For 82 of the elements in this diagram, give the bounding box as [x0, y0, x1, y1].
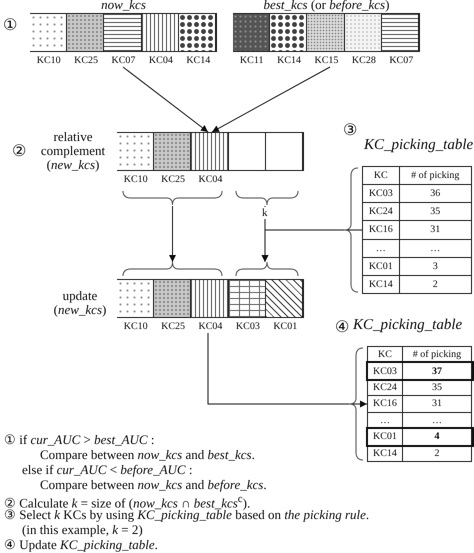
- pattern-cell: [66, 14, 104, 51]
- arrow: [169, 206, 176, 262]
- step-number: ①: [3, 18, 17, 33]
- pattern-cell: [270, 14, 308, 51]
- pattern-cell: [116, 280, 154, 317]
- pattern-cell: [30, 14, 67, 51]
- cell-label: KC07: [388, 55, 414, 66]
- step-description: Compare between now_kcs and best_kcs.: [40, 447, 255, 462]
- cell-label: KC07: [110, 55, 136, 66]
- cell-label: KC10: [122, 174, 149, 185]
- table-cell: 36: [399, 184, 472, 203]
- array-title: best_kcs (or before_kcs): [262, 0, 390, 12]
- table-cell: KC16: [362, 220, 400, 240]
- cell-label: KC01: [272, 321, 298, 332]
- table-header-cell: # of picking: [399, 166, 472, 185]
- cell-label: KC04: [198, 174, 224, 185]
- table-cell: 31: [402, 396, 472, 412]
- table-cell: KC01: [362, 257, 400, 276]
- table-cell: KC03: [362, 184, 400, 203]
- cell-label: KC15: [314, 55, 340, 66]
- step-number: ④: [335, 320, 349, 335]
- table-title: KC_picking_table: [353, 318, 462, 332]
- step-description: ④ Update KC_picking_table.: [4, 537, 158, 552]
- cell-label: KC03: [234, 321, 261, 332]
- table-header-cell: # of picking: [402, 346, 472, 363]
- pattern-cell: [232, 14, 270, 51]
- step-description: Compare between now_kcs and before_kcs.: [40, 477, 267, 492]
- step-number: ②: [12, 144, 26, 159]
- arrow: [208, 332, 368, 408]
- step-description: (in this example, k = 2): [22, 522, 143, 537]
- cell-label: KC25: [160, 321, 186, 332]
- table-title: KC_picking_table: [364, 138, 474, 152]
- cell-label: KC14: [276, 55, 302, 66]
- cell-label: KC11: [238, 55, 264, 66]
- cell-label: KC10: [36, 55, 62, 66]
- array-title: relative complement (new_kcs): [40, 130, 106, 172]
- cell-label: KC04: [148, 55, 174, 66]
- table-cell: KC16: [368, 396, 402, 412]
- table-cell: KC24: [362, 202, 400, 221]
- table-cell: 35: [399, 202, 472, 221]
- edge-label: k: [261, 207, 268, 219]
- table-cell: …: [399, 239, 472, 258]
- table-cell: 35: [402, 379, 472, 396]
- cell-label: KC10: [122, 321, 149, 332]
- pattern-cell: [307, 14, 345, 51]
- table-cell: 3: [399, 257, 472, 276]
- cell-label: KC04: [198, 321, 224, 332]
- table-cell: KC24: [368, 379, 402, 396]
- step-description: ② Calculate k = size of (now_kcs ∩ best_kcs$^{c}$).: [4, 492, 250, 510]
- table-cell: 31: [399, 220, 472, 240]
- pattern-cell: [179, 14, 216, 51]
- pattern-cell: [116, 133, 154, 170]
- table-header-cell: KC: [368, 346, 402, 363]
- pattern-cell: [104, 14, 142, 51]
- pattern-cell: [154, 280, 192, 317]
- table-cell: …: [362, 239, 400, 258]
- table-header-cell: KC: [362, 166, 400, 185]
- pattern-cell: [228, 280, 266, 317]
- array-title: now_kcs: [100, 0, 147, 12]
- pattern-cell: [344, 14, 382, 51]
- step-description: else if cur_AUC < before_AUC :: [22, 462, 192, 477]
- table-cell: 2: [399, 275, 472, 294]
- pattern-cell: [266, 280, 304, 317]
- arrow: [212, 66, 330, 132]
- table-cell: KC14: [368, 445, 402, 462]
- pattern-cell: [191, 133, 229, 170]
- pattern-cell: [191, 280, 229, 317]
- step-number: ③: [343, 123, 357, 138]
- arrow: [262, 230, 362, 262]
- table-cell: …: [368, 412, 402, 429]
- cell-label: KC25: [73, 55, 100, 66]
- pattern-cell: [142, 14, 180, 51]
- array-title: update (new_kcs): [52, 289, 108, 317]
- table-cell: 2: [402, 445, 472, 462]
- table-cell: KC14: [362, 275, 400, 294]
- pattern-cell: [382, 14, 420, 51]
- cell-label: KC28: [350, 55, 377, 66]
- step-description: ① if cur_AUC > best_AUC :: [4, 432, 154, 447]
- cell-label: KC25: [160, 174, 186, 185]
- arrow: [122, 66, 208, 132]
- cell-label: KC14: [185, 55, 212, 66]
- pattern-cell: [154, 133, 192, 170]
